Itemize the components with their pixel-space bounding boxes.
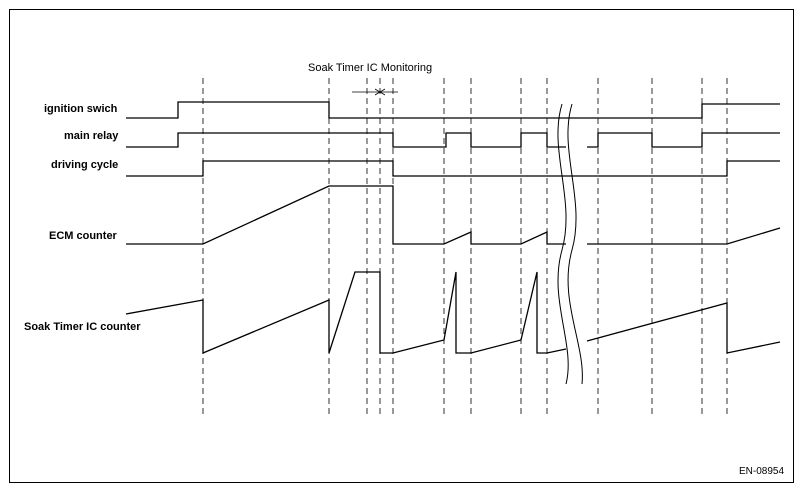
waveform-ignition-switch <box>126 101 780 119</box>
label-ignition-switch: ignition swich <box>44 103 118 115</box>
figure-id: EN-08954 <box>739 466 784 477</box>
label-main-relay: main relay <box>64 130 119 142</box>
waveform-driving-cycle <box>126 160 780 177</box>
label-soak-timer-counter: Soak Timer IC counter <box>24 321 141 333</box>
monitoring-window-arrows <box>352 88 398 96</box>
time-guides <box>202 78 728 415</box>
label-ecm-counter: ECM counter <box>49 230 118 242</box>
label-driving-cycle: driving cycle <box>51 159 118 171</box>
diagram-frame <box>9 9 794 483</box>
time-break-symbol <box>557 103 583 385</box>
diagram-title: Soak Timer IC Monitoring <box>308 62 432 74</box>
waveform-main-relay <box>126 132 780 148</box>
waveform-soak-timer-counter <box>125 271 781 354</box>
waveform-ecm-counter <box>126 185 781 245</box>
